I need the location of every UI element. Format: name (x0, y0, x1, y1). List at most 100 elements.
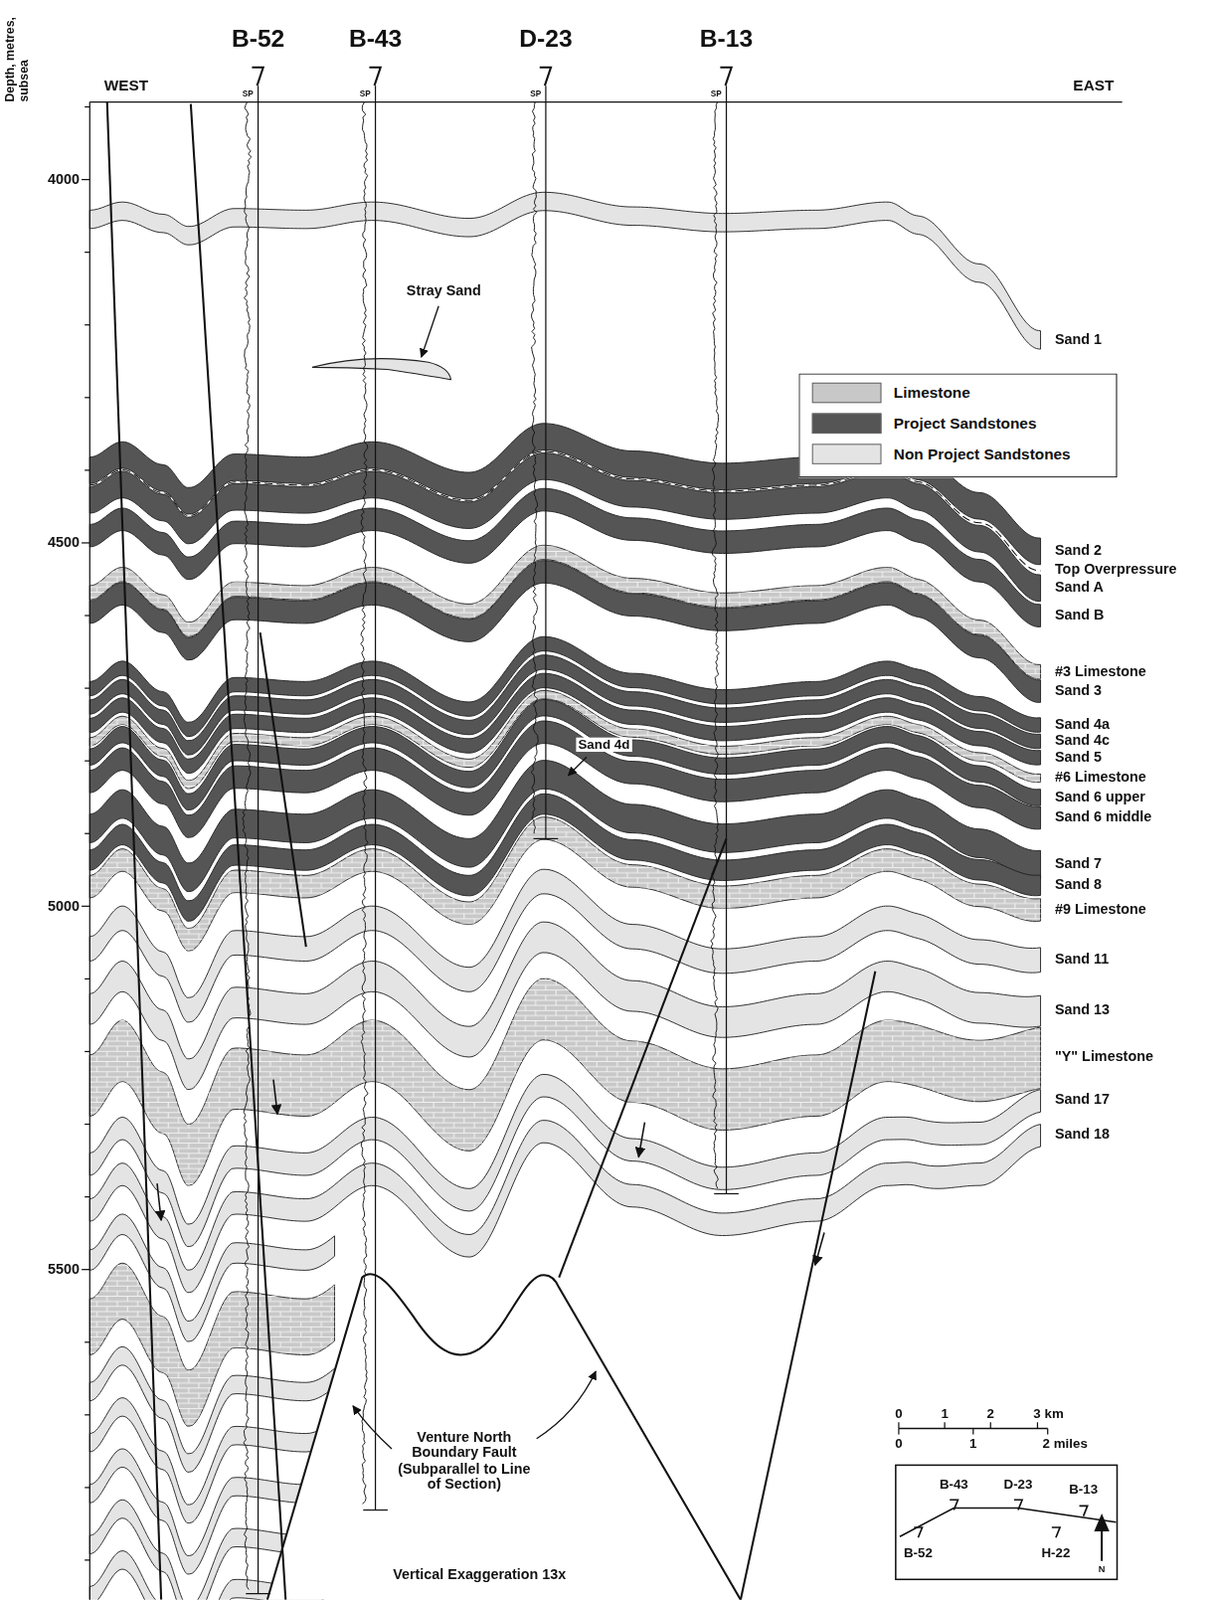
horizon-label: #3 Limestone (1054, 663, 1147, 680)
well-name: D-23 (519, 24, 572, 52)
horizon-label: Sand 3 (1054, 683, 1102, 699)
scale-tick (972, 1427, 974, 1434)
inset-well-name: H-22 (1041, 1545, 1070, 1561)
depth-tick (84, 396, 90, 398)
log-label: SP (242, 90, 254, 100)
inset-well-symbol (913, 1527, 922, 1538)
scale-tick (1037, 1421, 1039, 1428)
legend-box: LimestoneProject SandstonesNon Project S… (798, 373, 1117, 479)
leader-arrow (567, 756, 586, 775)
well-symbol (368, 67, 380, 86)
horizon-label: Sand 5 (1054, 748, 1102, 765)
scale-value: 2 (987, 1406, 995, 1422)
depth-tick (81, 178, 90, 180)
log-label: SP (359, 90, 371, 100)
sp-log (710, 102, 720, 1190)
scale-tick (897, 1421, 899, 1428)
scale-value: 1 (969, 1435, 977, 1451)
basement-blank (267, 1273, 741, 1600)
legend-swatch (812, 382, 882, 404)
legend-text: Limestone (893, 383, 971, 401)
depth-tick (84, 833, 90, 835)
depth-tick (84, 1559, 90, 1561)
scale-value: 2 miles (1042, 1435, 1088, 1451)
legend-text: Non Project Sandstones (893, 444, 1071, 462)
horizon-label: #9 Limestone (1054, 900, 1147, 917)
fault-motion-arrow (273, 1079, 278, 1115)
horizon-label: Sand 18 (1054, 1126, 1110, 1143)
horizon-label: Sand 11 (1054, 951, 1109, 968)
log-label: SP (529, 90, 541, 100)
inset-well-symbol (1079, 1505, 1088, 1516)
datum-line (89, 101, 1122, 103)
inset-well-name: B-43 (939, 1477, 969, 1493)
depth-value: 5000 (47, 897, 80, 914)
fault-line (267, 1273, 741, 1600)
callout-label: Stray Sand (404, 283, 484, 300)
well-name: B-13 (699, 24, 753, 52)
well-bore (374, 85, 376, 1510)
depth-tick (81, 541, 90, 543)
well-td-tick (533, 838, 559, 840)
horizon-label: Top Overpressure (1054, 561, 1178, 578)
scale-value: 1 (940, 1406, 948, 1422)
legend-swatch (812, 413, 882, 435)
depth-tick (81, 905, 90, 907)
inset-well-symbol (1014, 1499, 1023, 1510)
depth-tick (84, 1486, 90, 1488)
direction-label: EAST (1072, 77, 1114, 95)
horizon-label: Sand 13 (1054, 1002, 1110, 1019)
horizon-label: #6 Limestone (1054, 769, 1147, 786)
depth-tick (84, 760, 90, 762)
inset-well-symbol (1051, 1527, 1060, 1538)
fault-motion-arrow (157, 1183, 162, 1220)
depth-tick (84, 1050, 90, 1052)
inset-well-name: B-52 (903, 1545, 933, 1561)
depth-tick (84, 324, 90, 326)
sp-log (530, 102, 538, 835)
horizon-label: Sand 4a (1054, 716, 1110, 733)
strata-band (89, 1120, 1041, 1293)
fault-line (260, 632, 307, 947)
horizon-label: Sand 6 middle (1054, 809, 1152, 826)
horizon-label: Sand 2 (1054, 542, 1102, 559)
depth-tick (84, 251, 90, 253)
depth-tick (84, 614, 90, 616)
scale-value: 0 (894, 1435, 902, 1451)
depth-tick (84, 1196, 90, 1198)
log-label: SP (710, 90, 722, 100)
section-trace (899, 1507, 1117, 1537)
leader-arrow (536, 1371, 597, 1439)
scale-tick (1046, 1427, 1048, 1434)
horizon-label: Sand A (1054, 579, 1104, 596)
depth-tick (84, 978, 90, 980)
depth-tick (84, 469, 90, 471)
fault-line (190, 104, 286, 1600)
scale-tick (990, 1421, 992, 1428)
depth-axis (89, 102, 91, 1600)
depth-tick (84, 1341, 90, 1343)
sp-log (360, 102, 368, 1505)
horizon-label: Sand 6 upper (1054, 788, 1146, 805)
well-symbol (539, 67, 551, 86)
inset-well-name: B-13 (1068, 1482, 1098, 1498)
callout-label: Sand 4d (575, 737, 632, 753)
depth-value: 5500 (47, 1260, 80, 1277)
well-td-tick (362, 1509, 388, 1511)
horizon-label: "Y" Limestone (1054, 1048, 1154, 1065)
scale-tick (943, 1421, 945, 1428)
depth-tick (84, 1413, 90, 1415)
depth-tick (84, 1123, 90, 1125)
inset-map (895, 1464, 1118, 1579)
horizon-label: Sand 8 (1054, 876, 1102, 893)
legend-text: Project Sandstones (893, 414, 1038, 432)
well-bore (544, 85, 546, 839)
well-bore (257, 85, 259, 1593)
inset-well-symbol (949, 1499, 958, 1510)
well-td-tick (245, 1592, 271, 1594)
legend-swatch (812, 443, 882, 465)
scale-value: 0 (894, 1406, 902, 1422)
stray-sand-lens (312, 358, 452, 380)
